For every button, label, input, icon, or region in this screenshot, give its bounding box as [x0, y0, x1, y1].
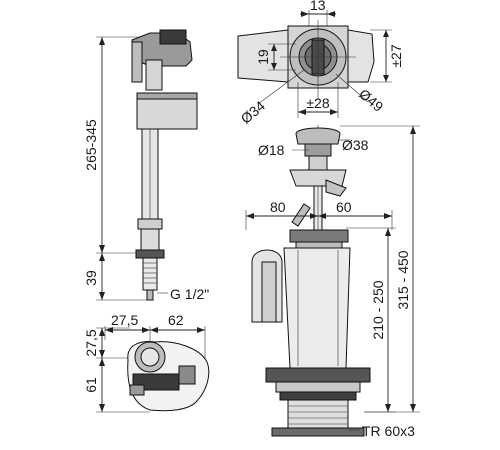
- dim-fill-valve-top-d: 61: [83, 377, 99, 393]
- dim-button-d1: Ø34: [238, 97, 269, 126]
- dim-flush-total: 315 - 450: [395, 250, 411, 309]
- dim-flush-right: 60: [336, 199, 352, 215]
- dim-fill-valve-top-b: 62: [168, 312, 184, 328]
- flush-thread-label: TR 60x3: [362, 423, 415, 439]
- dim-fill-valve-top-c: 27,5: [83, 329, 99, 356]
- dim-button-slot: 19: [255, 49, 271, 65]
- dim-flush-rod-diameter: Ø18: [258, 142, 285, 158]
- dim-flush-overflow: 210 - 250: [370, 280, 386, 339]
- dim-flush-button-diameter: Ø38: [342, 137, 369, 153]
- dim-button-offset: ±27: [388, 44, 404, 67]
- flush-valve-side-view: Ø38 Ø18 80 60: [245, 125, 420, 439]
- dim-fill-valve-height: 265-345: [83, 119, 99, 171]
- button-top-view: 13 19 ±27 Ø34 Ø49 ±2: [237, 0, 404, 127]
- dim-flush-left: 80: [270, 199, 286, 215]
- dim-fill-valve-top-a: 27,5: [111, 312, 138, 328]
- fill-valve-side-view: 265-345 39 G 1/2": [83, 29, 209, 302]
- dim-button-spacing: ±28: [306, 95, 329, 111]
- dim-fill-valve-thread-length: 39: [83, 270, 99, 286]
- dim-button-d2: Ø49: [356, 86, 387, 115]
- fill-valve-top-view: 27,5 62 27,5 61: [83, 312, 210, 413]
- fill-valve-thread-label: G 1/2": [170, 286, 209, 302]
- dim-button-width: 13: [310, 0, 326, 13]
